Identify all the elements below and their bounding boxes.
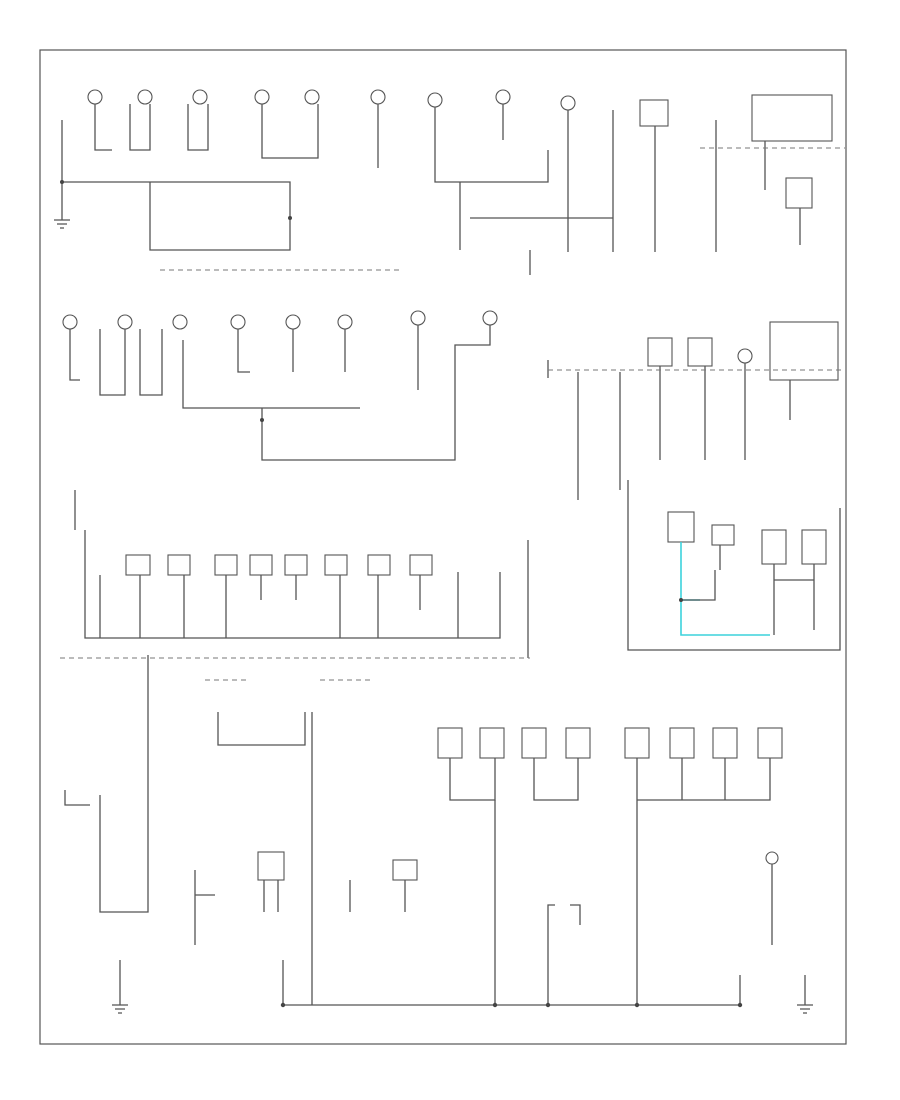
ground-wire	[94, 104, 112, 151]
ground-wire	[681, 570, 716, 601]
splice-point	[679, 598, 683, 602]
component-module	[761, 529, 787, 565]
component-lamp	[765, 851, 779, 865]
splice-point	[60, 180, 64, 184]
switch	[284, 554, 308, 576]
top-ground-circuits	[54, 89, 845, 275]
ground-wire	[261, 104, 319, 159]
component-lamp	[137, 89, 153, 105]
switch	[249, 554, 273, 576]
ground-wire	[99, 655, 149, 913]
splice-point	[492, 1002, 498, 1008]
component-lamp	[172, 314, 188, 330]
top-components	[87, 89, 833, 209]
component-lamp	[560, 95, 576, 111]
ground-wire	[533, 758, 579, 801]
component-lamp	[192, 89, 208, 105]
component-module	[687, 337, 713, 367]
ground-symbol	[54, 219, 70, 229]
switch	[409, 554, 433, 576]
bottom-ground-circuits	[64, 655, 813, 1014]
component-lamp	[254, 89, 270, 105]
splice-point	[288, 216, 292, 220]
component-module	[479, 727, 505, 759]
switch-bank	[125, 554, 433, 576]
ground-wire	[547, 904, 555, 1005]
ground-symbol	[112, 1004, 128, 1014]
component-lamp	[737, 348, 753, 364]
component-lamp	[427, 92, 443, 108]
ground-wire	[187, 104, 209, 151]
middle-ground-circuits	[62, 310, 845, 500]
switch	[167, 554, 191, 576]
component-module	[639, 99, 669, 127]
component-lamp	[62, 314, 78, 330]
component-lamp	[87, 89, 103, 105]
component-lamp	[337, 314, 353, 330]
component-lamp	[285, 314, 301, 330]
component-module	[669, 727, 695, 759]
splice-point	[260, 418, 264, 422]
ground-wire	[129, 104, 151, 151]
component-module	[785, 177, 813, 209]
ground-wire	[637, 758, 771, 801]
ground-symbol	[797, 1004, 813, 1014]
ground-wire	[261, 325, 491, 461]
component-lamp	[230, 314, 246, 330]
splice-point	[737, 1002, 743, 1008]
splice-point	[634, 1002, 640, 1008]
switch	[125, 554, 151, 576]
component-module	[257, 851, 285, 881]
component-module	[437, 727, 463, 759]
lower-middle-ground-circuits	[60, 480, 841, 659]
component-lamp	[410, 310, 426, 326]
ground-wire	[237, 329, 250, 373]
component-module	[392, 859, 418, 881]
component-module	[711, 524, 735, 546]
component-module	[757, 727, 783, 759]
component-module	[667, 511, 695, 543]
highlighted-ground-path	[680, 542, 770, 636]
component-lamp	[117, 314, 133, 330]
ground-wire	[139, 329, 163, 396]
ground-wire	[434, 107, 549, 183]
splice-point	[545, 1002, 551, 1008]
ground-wire	[217, 712, 306, 746]
switch	[324, 554, 348, 576]
component-module	[521, 727, 547, 759]
component-module	[751, 94, 833, 142]
component-module	[565, 727, 591, 759]
switch	[367, 554, 391, 576]
ground-wire	[182, 340, 360, 409]
splice-point	[280, 1002, 286, 1008]
component-lamp	[482, 310, 498, 326]
switch	[214, 554, 238, 576]
component-lamp	[495, 89, 511, 105]
component-module	[647, 337, 673, 367]
ground-wire	[69, 329, 80, 381]
ground-wire	[449, 758, 496, 801]
component-lamp	[304, 89, 320, 105]
bottom-components	[257, 727, 783, 881]
ground-wire	[570, 904, 581, 925]
ground-wire	[64, 790, 90, 806]
diagram-frame	[39, 49, 847, 1045]
component-module	[712, 727, 738, 759]
component-module	[801, 529, 827, 565]
component-module	[624, 727, 650, 759]
ground-wire	[61, 120, 291, 251]
component-lamp	[370, 89, 386, 105]
ground-wire	[84, 530, 501, 639]
ground-wire	[99, 329, 126, 396]
ground-wire	[627, 480, 841, 651]
component-module	[769, 321, 839, 381]
